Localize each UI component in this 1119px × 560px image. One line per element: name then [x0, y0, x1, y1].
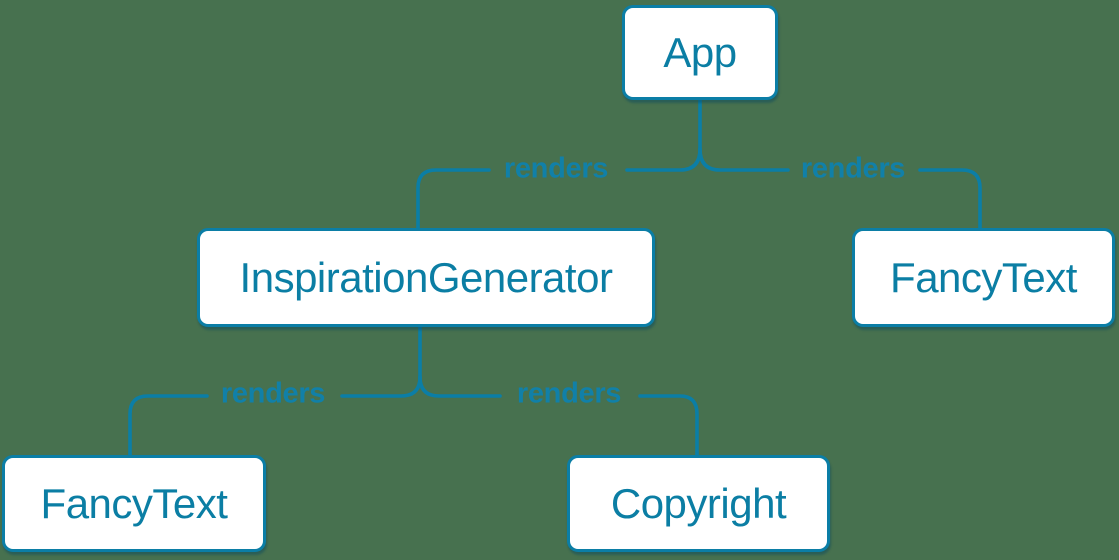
edge-label-inspiration-copyright: renders: [516, 377, 622, 410]
node-inspiration-generator: InspirationGenerator: [197, 228, 655, 327]
edge-app-inspiration-right-part: [625, 147, 702, 172]
node-inspiration-generator-label: InspirationGenerator: [239, 253, 613, 301]
edge-label-app-fancytext: renders: [800, 152, 906, 185]
edge-label-app-inspiration: renders: [503, 152, 609, 185]
node-fancy-text-right-label: FancyText: [890, 253, 1077, 301]
edge-app-inspiration-left-part: [416, 168, 491, 230]
node-copyright-label: Copyright: [610, 479, 787, 527]
edge-inspiration-copyright-left-part: [418, 375, 502, 398]
edge-app-fancytext-right-part: [918, 168, 982, 230]
edge-app-fancytext-left-part: [698, 147, 790, 172]
node-fancy-text-left: FancyText: [2, 455, 266, 552]
node-app: App: [622, 5, 778, 100]
edge-inspiration-copyright-right-part: [638, 394, 699, 457]
node-copyright: Copyright: [567, 455, 830, 552]
node-fancy-text-left-label: FancyText: [40, 479, 228, 527]
node-app-label: App: [663, 28, 737, 76]
node-fancy-text-right: FancyText: [852, 228, 1115, 327]
edge-label-inspiration-fancytext: renders: [220, 377, 326, 410]
edge-inspiration-fancytext-left-part: [128, 394, 209, 457]
edge-inspiration-fancytext-right-part: [340, 375, 422, 398]
